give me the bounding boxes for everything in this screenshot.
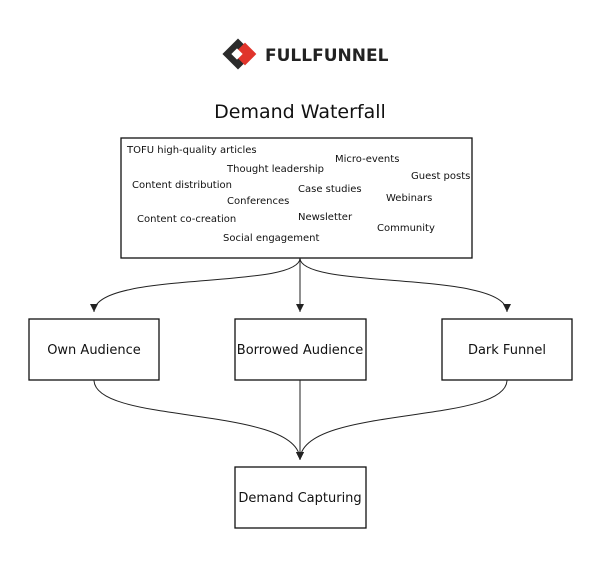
demand-capturing-box (234, 466, 367, 529)
source-box-frame (120, 137, 473, 259)
tag-tofu-articles: TOFU high-quality articles (126, 145, 257, 156)
edge-dark-funnel-to-demand-capturing (296, 379, 508, 461)
target-demand-capturing: Demand Capturing (234, 466, 367, 529)
dark-funnel-box (441, 318, 573, 381)
tag-newsletter: Newsletter (298, 212, 353, 223)
edge-source-to-dark-funnel (299, 257, 511, 313)
source-box: TOFU high-quality articles Thought leade… (120, 137, 473, 259)
brand-name: FULLFUNNEL (265, 46, 389, 66)
tag-micro-events: Micro-events (335, 154, 399, 165)
tag-content-co-creation: Content co-creation (137, 214, 236, 225)
demand-capturing-label: Demand Capturing (238, 491, 361, 506)
diagram-title: Demand Waterfall (214, 101, 386, 123)
tag-content-distribution: Content distribution (132, 180, 232, 191)
tag-conferences: Conferences (227, 196, 289, 207)
channel-dark-funnel: Dark Funnel (441, 318, 573, 381)
edge-own-audience-to-demand-capturing (93, 379, 304, 461)
channel-own-audience: Own Audience (28, 318, 160, 381)
borrowed-audience-box (234, 318, 367, 381)
borrowed-audience-label: Borrowed Audience (237, 343, 363, 358)
tag-thought-leadership: Thought leadership (226, 164, 324, 175)
own-audience-label: Own Audience (47, 343, 141, 358)
tag-case-studies: Case studies (298, 184, 362, 195)
tag-community: Community (377, 223, 435, 234)
dark-funnel-label: Dark Funnel (468, 343, 546, 358)
own-audience-box (28, 318, 160, 381)
fullfunnel-logo-icon (222, 38, 257, 70)
channel-borrowed-audience: Borrowed Audience (234, 318, 367, 381)
brand-logo: FULLFUNNEL (222, 38, 389, 70)
tag-webinars: Webinars (386, 193, 432, 204)
tag-guest-posts: Guest posts (411, 171, 470, 182)
tag-social-engagement: Social engagement (223, 233, 320, 244)
edge-source-to-own-audience (90, 257, 301, 313)
